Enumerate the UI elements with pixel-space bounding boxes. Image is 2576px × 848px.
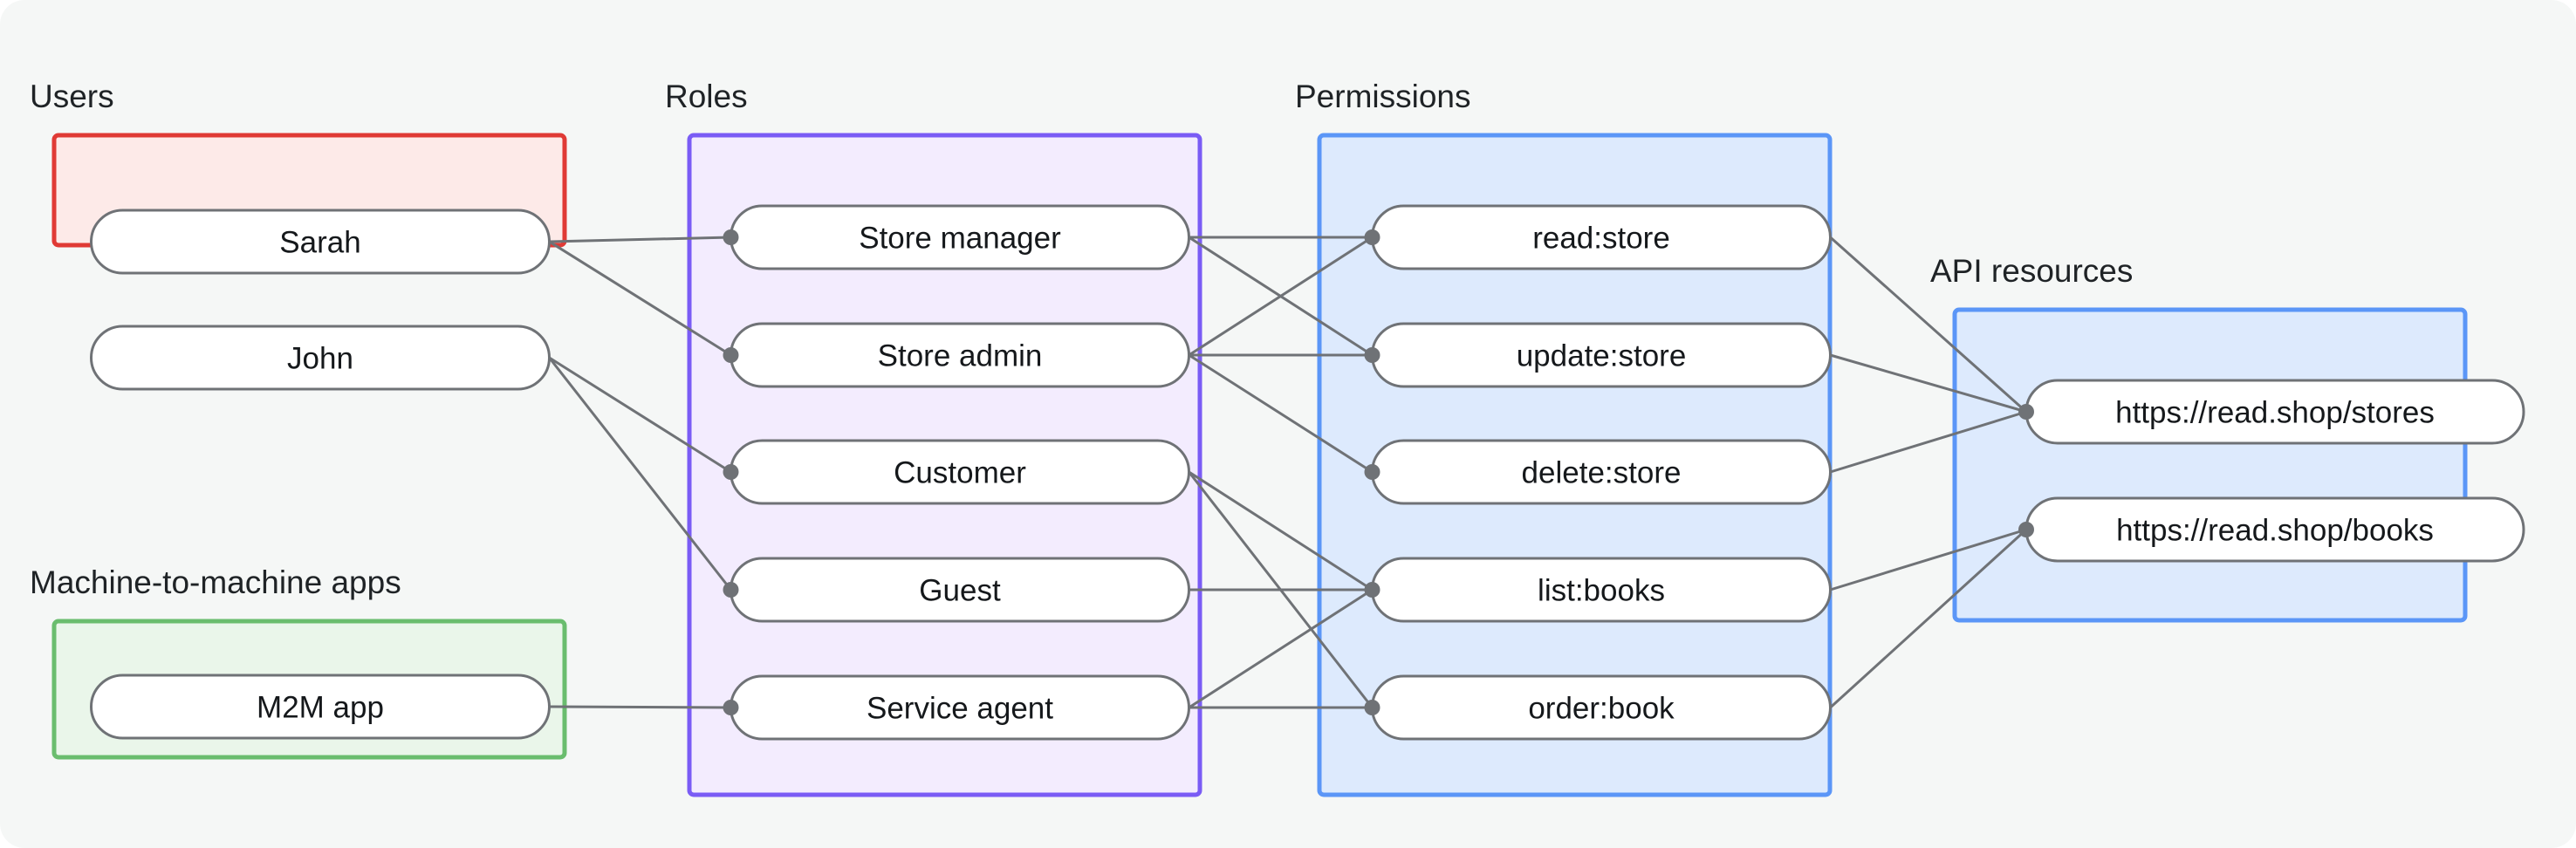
edges-layer — [548, 236, 2028, 709]
group-label-roles: Roles — [665, 79, 748, 114]
edge-service_agent-to-list_books — [1188, 588, 1374, 709]
group-container-api — [1952, 307, 2468, 623]
edge-john-to-guest — [548, 357, 732, 591]
node-label-read_store: read:store — [1532, 222, 1670, 256]
edge-endpoint-dot — [2018, 404, 2034, 420]
edge-endpoint-dot — [723, 229, 739, 245]
node-delete_store[interactable]: delete:store — [1371, 439, 1832, 505]
edge-read_store-to-res_stores — [1829, 236, 2027, 414]
node-m2m_app[interactable]: M2M app — [90, 674, 551, 740]
node-res_books[interactable]: https://read.shop/books — [2024, 496, 2525, 563]
edge-store_admin-to-delete_store — [1188, 353, 1374, 474]
edge-list_books-to-res_books — [1830, 528, 2027, 592]
node-pill-john[interactable] — [90, 325, 551, 391]
edge-endpoint-dot — [723, 582, 739, 598]
node-pill-m2m_app[interactable] — [90, 674, 551, 740]
group-label-api: API resources — [1930, 253, 2133, 289]
edge-endpoint-dot — [1364, 700, 1380, 715]
edge-delete_store-to-res_stores — [1830, 410, 2027, 474]
edge-sarah-to-store_manager — [549, 236, 731, 243]
node-label-customer: Customer — [894, 456, 1026, 490]
node-label-res_stores: https://read.shop/stores — [2115, 396, 2435, 430]
node-pill-sarah[interactable] — [90, 209, 551, 275]
edge-m2m_app-to-service_agent — [549, 705, 731, 709]
node-john[interactable]: John — [90, 325, 551, 391]
edge-endpoint-dot — [1364, 464, 1380, 480]
node-store_manager[interactable]: Store manager — [730, 204, 1190, 270]
group-label-m2m: Machine-to-machine apps — [30, 564, 401, 600]
edge-endpoint-dot — [723, 347, 739, 363]
node-order_book[interactable]: order:book — [1371, 674, 1832, 741]
node-label-store_manager: Store manager — [859, 222, 1061, 256]
node-label-delete_store: delete:store — [1522, 456, 1682, 490]
node-update_store[interactable]: update:store — [1371, 322, 1832, 388]
edge-endpoint-dot — [723, 464, 739, 480]
group-label-permissions: Permissions — [1295, 79, 1471, 114]
node-label-service_agent: Service agent — [867, 692, 1053, 726]
edge-sarah-to-store_admin — [548, 240, 732, 357]
edge-endpoint-dot — [1364, 347, 1380, 363]
edge-endpoint-dot — [1364, 229, 1380, 245]
edge-endpoint-dots — [723, 229, 2034, 715]
node-label-update_store: update:store — [1517, 339, 1687, 373]
node-label-res_books: https://read.shop/books — [2116, 514, 2434, 548]
node-label-john: John — [287, 342, 353, 376]
node-label-order_book: order:book — [1528, 692, 1675, 726]
edge-endpoint-dot — [2018, 522, 2034, 537]
edge-endpoint-dot — [723, 700, 739, 715]
node-customer[interactable]: Customer — [730, 439, 1190, 505]
group-label-users: Users — [30, 79, 114, 114]
node-service_agent[interactable]: Service agent — [730, 674, 1190, 741]
node-sarah[interactable]: Sarah — [90, 209, 551, 275]
node-label-sarah: Sarah — [279, 226, 360, 260]
edge-john-to-customer — [548, 356, 732, 474]
edge-update_store-to-res_stores — [1830, 353, 2027, 414]
node-guest[interactable]: Guest — [730, 557, 1190, 623]
edge-store_admin-to-read_store — [1188, 236, 1374, 357]
node-label-list_books: list:books — [1538, 574, 1665, 608]
node-label-guest: Guest — [919, 574, 1001, 608]
node-store_admin[interactable]: Store admin — [730, 322, 1190, 388]
edge-order_book-to-res_books — [1829, 528, 2028, 709]
node-list_books[interactable]: list:books — [1371, 557, 1832, 623]
node-label-store_admin: Store admin — [878, 339, 1043, 373]
node-res_stores[interactable]: https://read.shop/stores — [2024, 379, 2525, 445]
node-label-m2m_app: M2M app — [257, 691, 384, 725]
edge-endpoint-dot — [1364, 582, 1380, 598]
edge-customer-to-list_books — [1188, 470, 1374, 592]
node-read_store[interactable]: read:store — [1371, 204, 1832, 270]
